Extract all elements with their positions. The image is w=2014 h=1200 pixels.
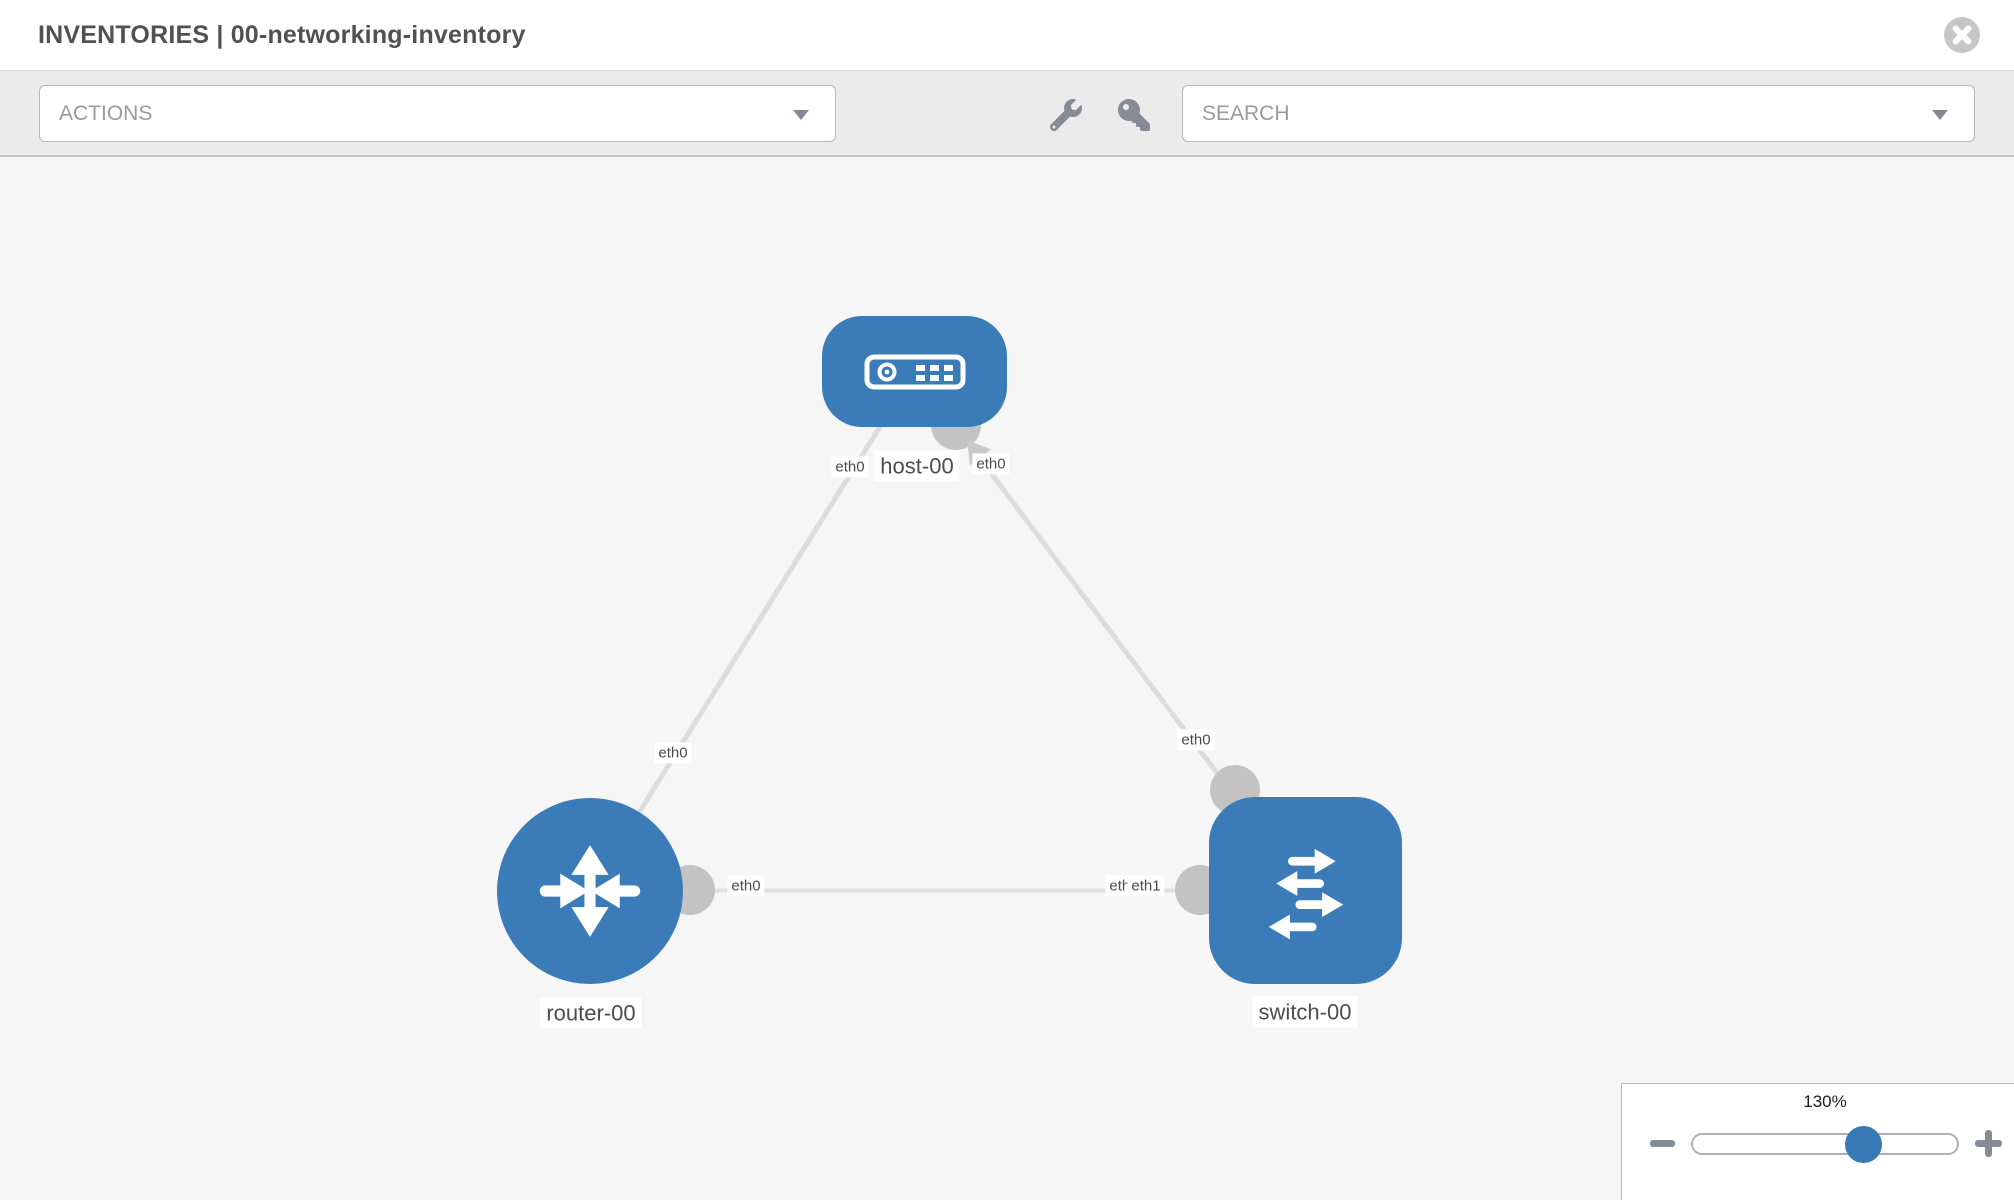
interface-label-host-eth0-right: eth0 xyxy=(972,453,1010,475)
chevron-down-icon xyxy=(793,110,809,120)
topology-canvas[interactable]: host-00 router-00 switch-00 eth0 eth0 et… xyxy=(0,157,2014,1200)
zoom-out-button minus-icon[interactable] xyxy=(1650,1140,1675,1147)
interface-label-switch-eth1: eth1 xyxy=(1127,875,1165,897)
key-icon xyxy=(1118,99,1150,131)
chevron-down-icon xyxy=(1932,110,1948,120)
toolbar: ACTIONS SEARCH xyxy=(0,71,2014,157)
interface-label-router-eth0-right: eth0 xyxy=(727,875,765,897)
page-title: INVENTORIES | 00-networking-inventory xyxy=(38,21,526,49)
switch-arrows-icon xyxy=(1268,848,1343,939)
zoom-level-label: 130% xyxy=(1803,1092,1847,1111)
zoom-panel: 130% xyxy=(1621,1083,2014,1200)
node-label-switch: switch-00 xyxy=(1252,996,1358,1028)
configure-button[interactable] xyxy=(1049,99,1082,132)
node-label-host: host-00 xyxy=(874,450,960,482)
circle-x-icon xyxy=(1944,17,1980,53)
host-device-icon xyxy=(864,354,965,389)
interface-label-switch-eth0-top: eth0 xyxy=(1177,729,1215,751)
router-arrows-icon xyxy=(539,845,641,937)
zoom-slider-track[interactable] xyxy=(1691,1133,1959,1155)
wrench-icon xyxy=(1049,99,1082,132)
interface-label-host-eth0-left: eth0 xyxy=(831,456,869,478)
close-button[interactable] xyxy=(1944,17,1980,53)
search-dropdown-label: SEARCH xyxy=(1202,101,1290,125)
actions-dropdown[interactable]: ACTIONS xyxy=(39,85,836,142)
zoom-slider-knob[interactable] xyxy=(1845,1126,1882,1163)
node-label-router: router-00 xyxy=(540,997,642,1029)
interface-label-router-eth0-top: eth0 xyxy=(654,742,692,764)
credentials-button[interactable] xyxy=(1118,99,1150,131)
zoom-in-button plus-icon[interactable] xyxy=(1975,1130,2002,1157)
node-router-00[interactable] xyxy=(497,798,683,984)
node-host-00[interactable] xyxy=(822,316,1007,427)
actions-dropdown-label: ACTIONS xyxy=(59,101,153,125)
node-switch-00[interactable] xyxy=(1209,797,1402,984)
search-dropdown[interactable]: SEARCH xyxy=(1182,85,1975,142)
header: INVENTORIES | 00-networking-inventory xyxy=(0,0,2014,71)
links-layer xyxy=(587,369,1308,915)
